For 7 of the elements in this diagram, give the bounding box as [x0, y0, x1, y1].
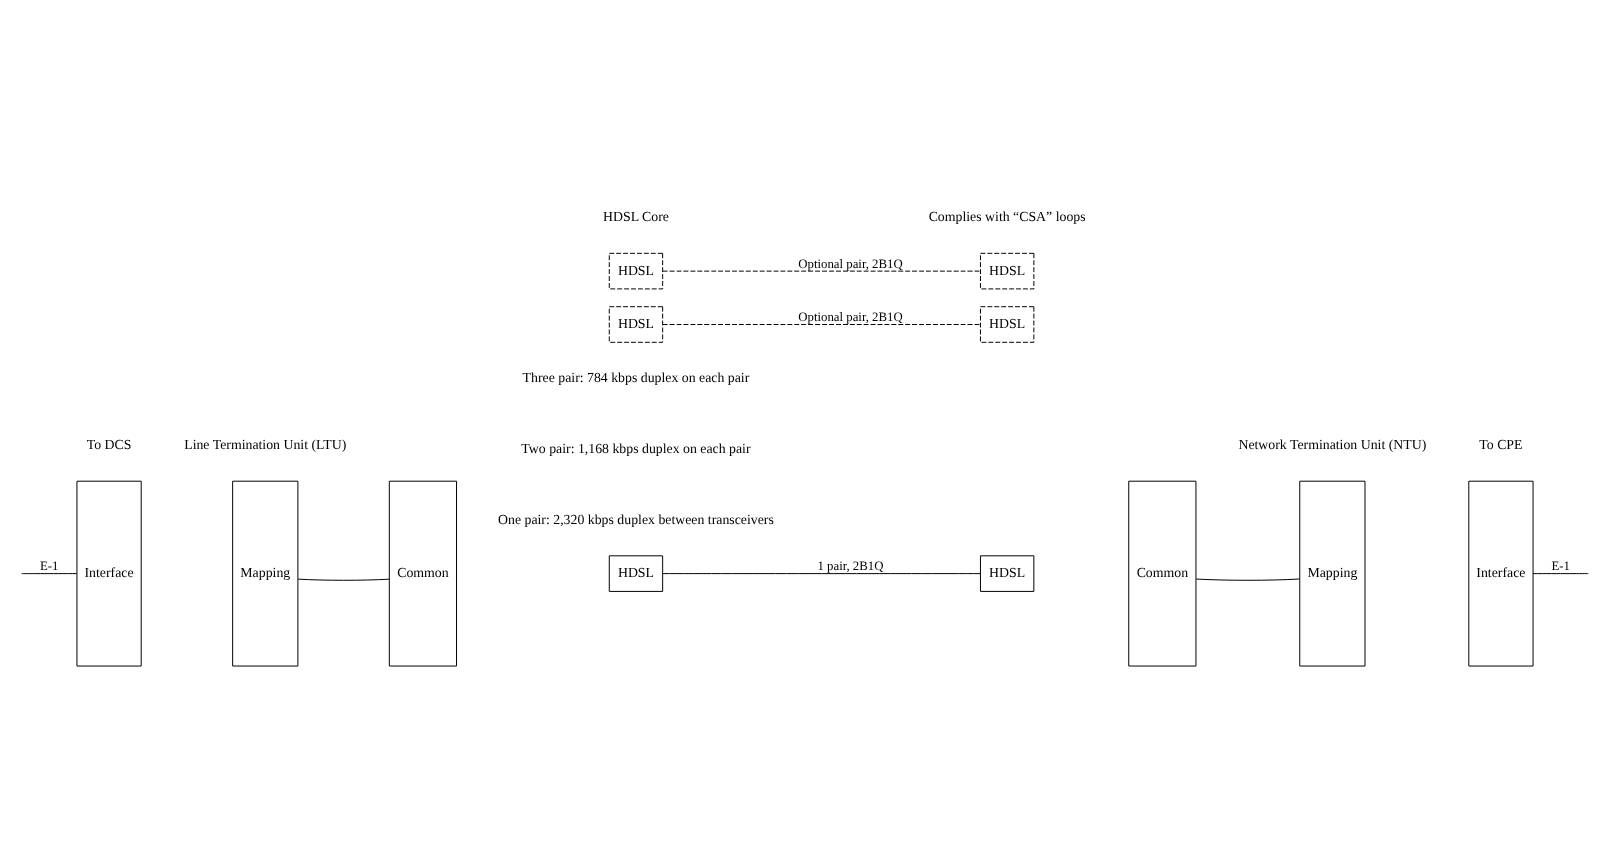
connector — [297, 577, 390, 580]
connector — [662, 323, 981, 324]
connector — [1195, 577, 1301, 580]
connector — [662, 269, 981, 271]
connector — [662, 572, 981, 574]
connector — [21, 572, 78, 574]
connector — [1532, 572, 1589, 574]
